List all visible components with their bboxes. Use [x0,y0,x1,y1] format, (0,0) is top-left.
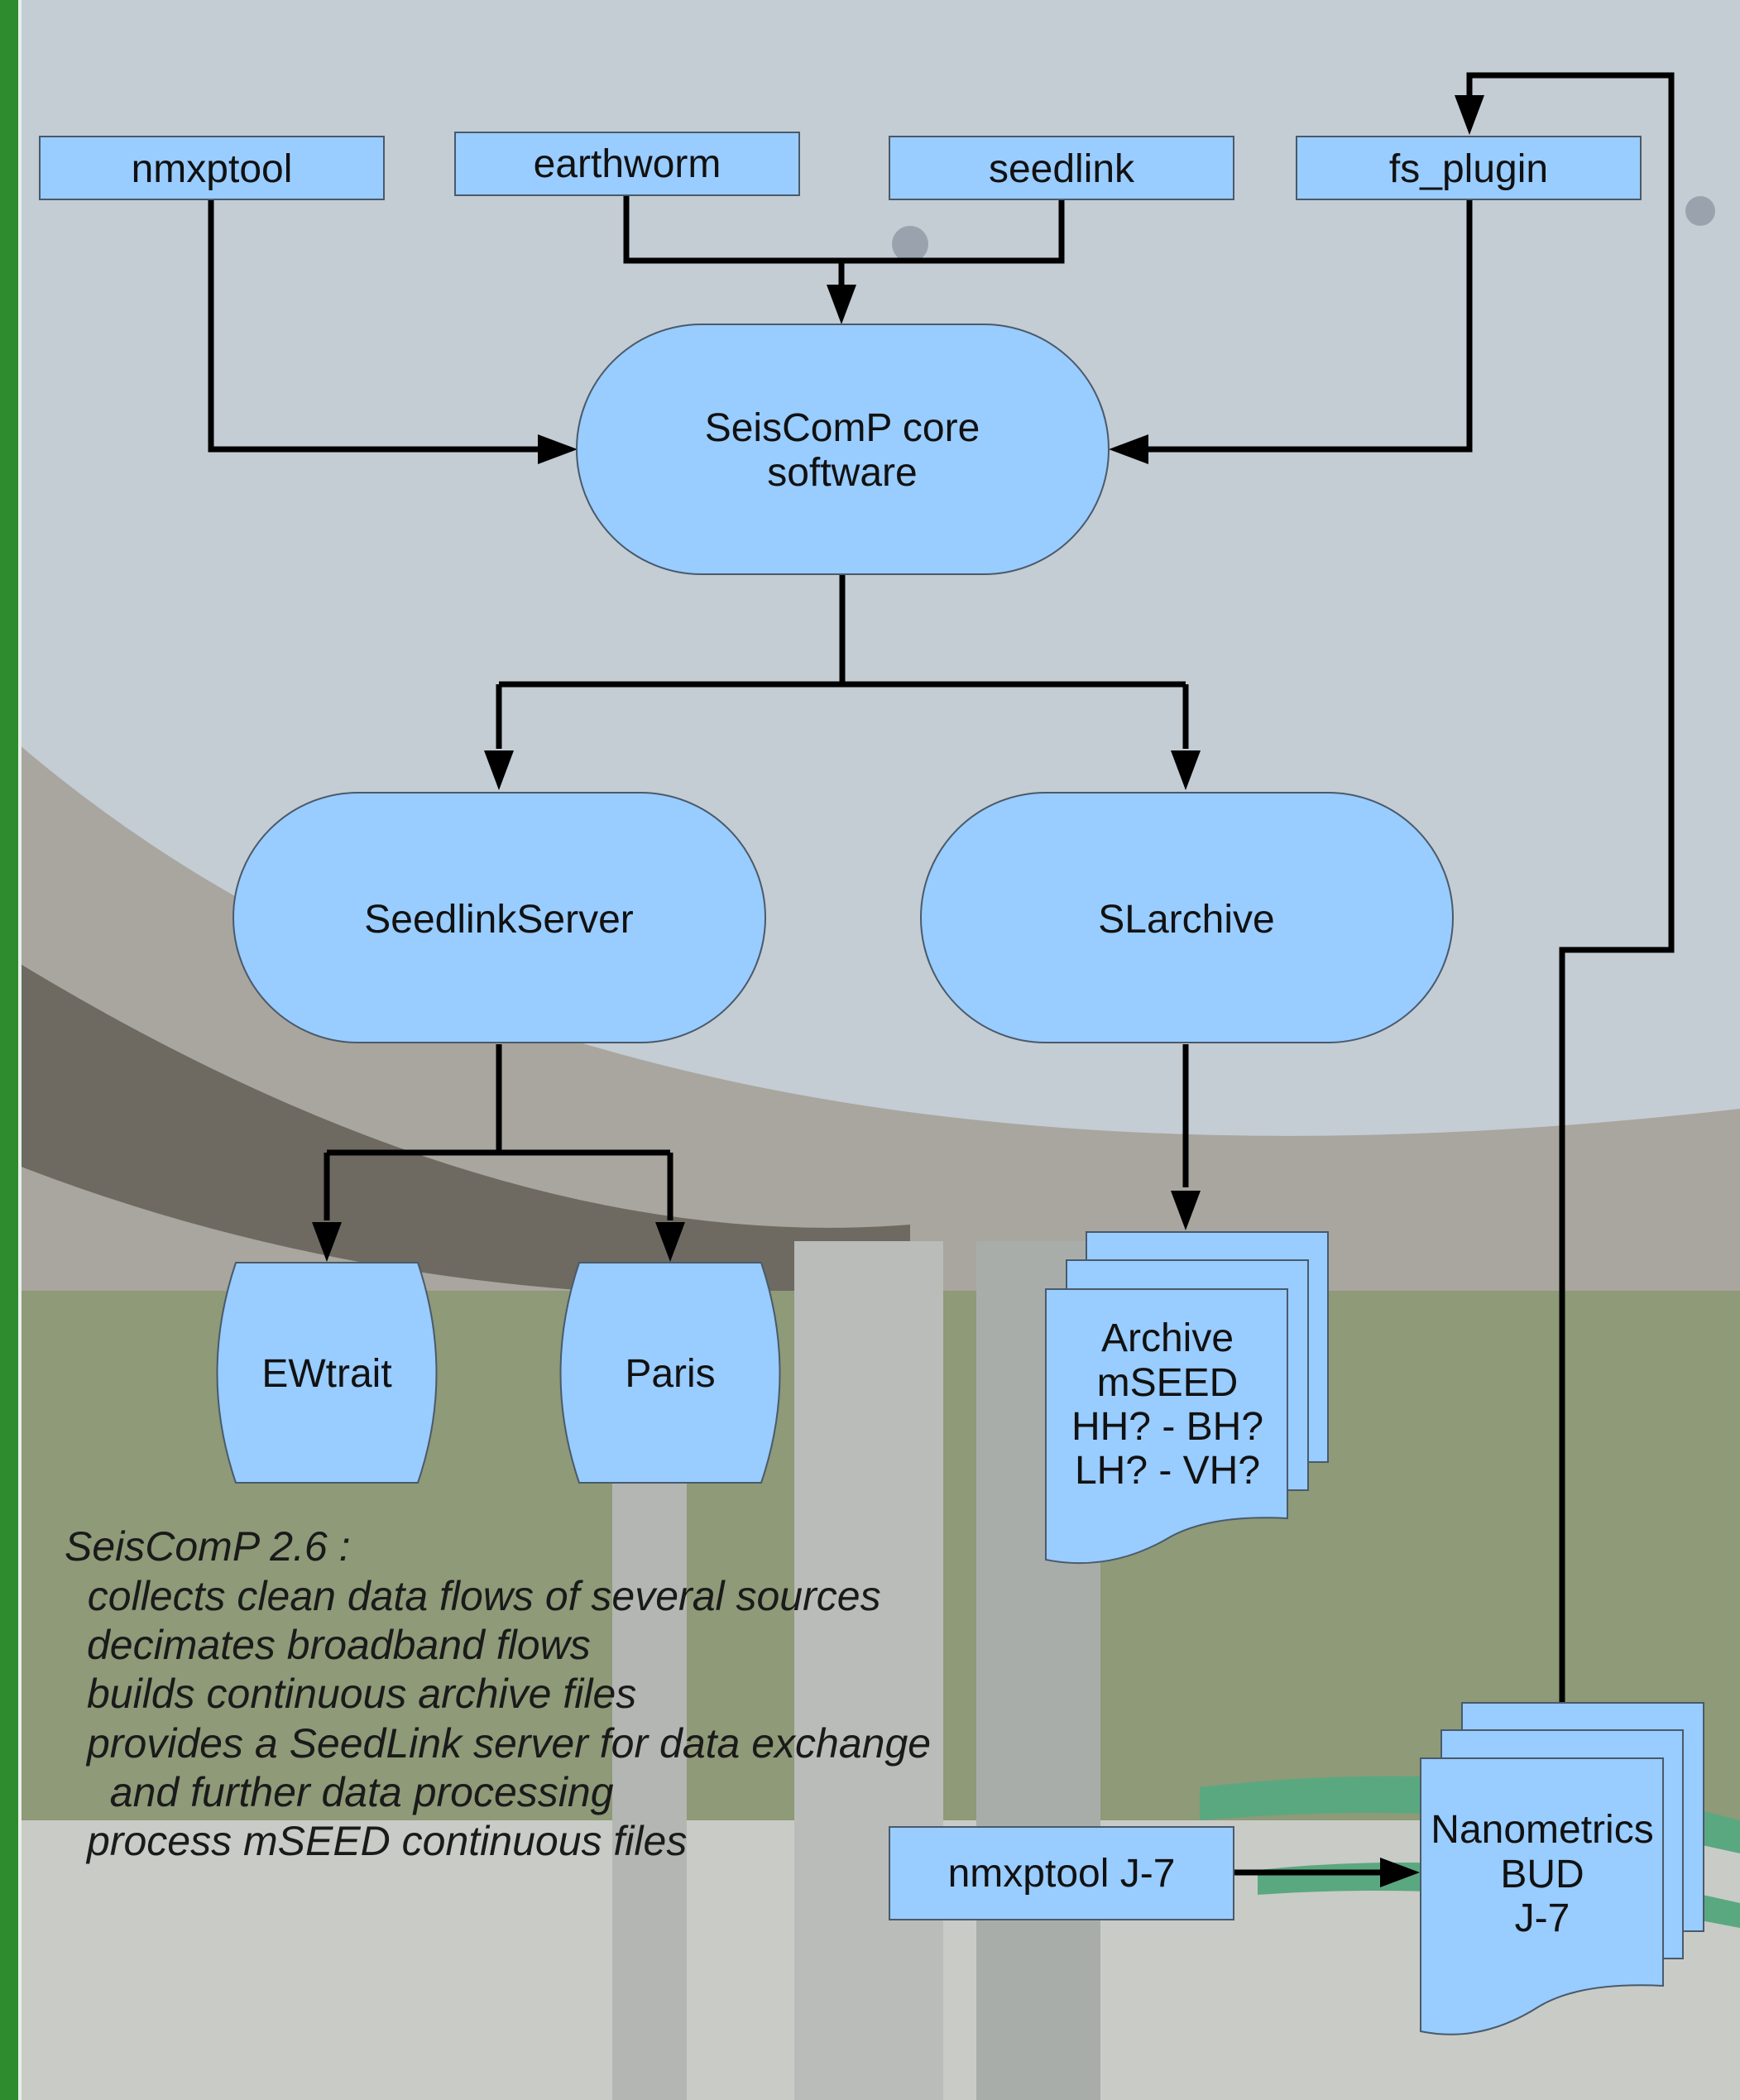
connectors [208,72,1675,1887]
node-nmxptool: nmxptool [39,136,385,200]
node-archive-label-line3: HH? - BH? [1071,1405,1263,1449]
node-ewtrait: EWtrait [216,1262,438,1484]
node-paris: Paris [559,1262,781,1484]
node-nmxptool-label: nmxptool [132,147,293,191]
node-archive-label-line2: mSEED [1097,1361,1239,1405]
node-ewtrait-label: EWtrait [261,1352,391,1396]
node-seedlink: seedlink [889,136,1234,200]
node-bud-label-line3: J-7 [1515,1896,1570,1940]
note-line: process mSEED continuous files [85,1818,687,1864]
node-bud-label-line1: Nanometrics [1431,1808,1653,1852]
node-core-label-line2: software [767,451,917,495]
node-paris-label: Paris [625,1352,715,1396]
notes-block: SeisComP 2.6 : collects clean data flows… [65,1523,931,1864]
node-archive-label-line4: LH? - VH? [1075,1449,1260,1493]
note-line: builds continuous archive files [87,1671,636,1717]
arrowhead-seedlinkserver [484,750,514,790]
note-line: collects clean data flows of several sou… [65,1573,881,1619]
arrowhead-core-right [1109,434,1148,464]
node-fs-plugin: fs_plugin [1296,136,1642,200]
node-nmxptool-j7-label: nmxptool J-7 [948,1852,1176,1896]
node-slarchive: SLarchive [920,792,1454,1043]
connector-seedlink [841,199,1065,264]
arrowhead-core-top [827,285,856,324]
note-line: decimates broadband flows [87,1622,591,1668]
node-earthworm: earthworm [454,132,800,196]
connector-nmxptool-core [208,199,542,453]
node-seiscomp-core: SeisComP core software [576,324,1110,575]
node-fs-plugin-label: fs_plugin [1389,147,1548,191]
node-nanometrics-bud: Nanometrics BUD J-7 [1420,1702,1704,2035]
arrowhead-ewtrait [312,1222,342,1262]
connector-fsplugin-core [1146,199,1473,453]
arrowhead-core-left [538,434,578,464]
connector-earthworm [623,195,841,264]
node-seedlink-server: SeedlinkServer [232,792,766,1043]
node-core-label-line1: SeisComP core [705,406,980,450]
node-bud-label-line2: BUD [1500,1853,1584,1896]
node-seedlink-label: seedlink [989,147,1135,191]
arrowhead-archive [1171,1191,1201,1230]
note-line: and further data processing [87,1769,614,1815]
note-line: SeisComP 2.6 : [65,1523,351,1570]
node-earthworm-label: earthworm [534,142,721,186]
arrowhead-paris [655,1222,685,1262]
left-border [0,0,18,2100]
note-line: provides a SeedLink server for data exch… [85,1720,931,1767]
connector-bud-fsplugin [1466,72,1675,1703]
node-seedlink-server-label: SeedlinkServer [364,898,634,942]
node-nmxptool-j7: nmxptool J-7 [889,1826,1234,1920]
arrowhead-fsplugin [1455,95,1484,135]
node-slarchive-label: SLarchive [1098,898,1274,942]
node-archive-label-line1: Archive [1101,1316,1234,1360]
arrowhead-slarchive [1171,750,1201,790]
arrowhead-bud [1380,1858,1420,1887]
node-archive: Archive mSEED HH? - BH? LH? - VH? [1045,1231,1329,1565]
